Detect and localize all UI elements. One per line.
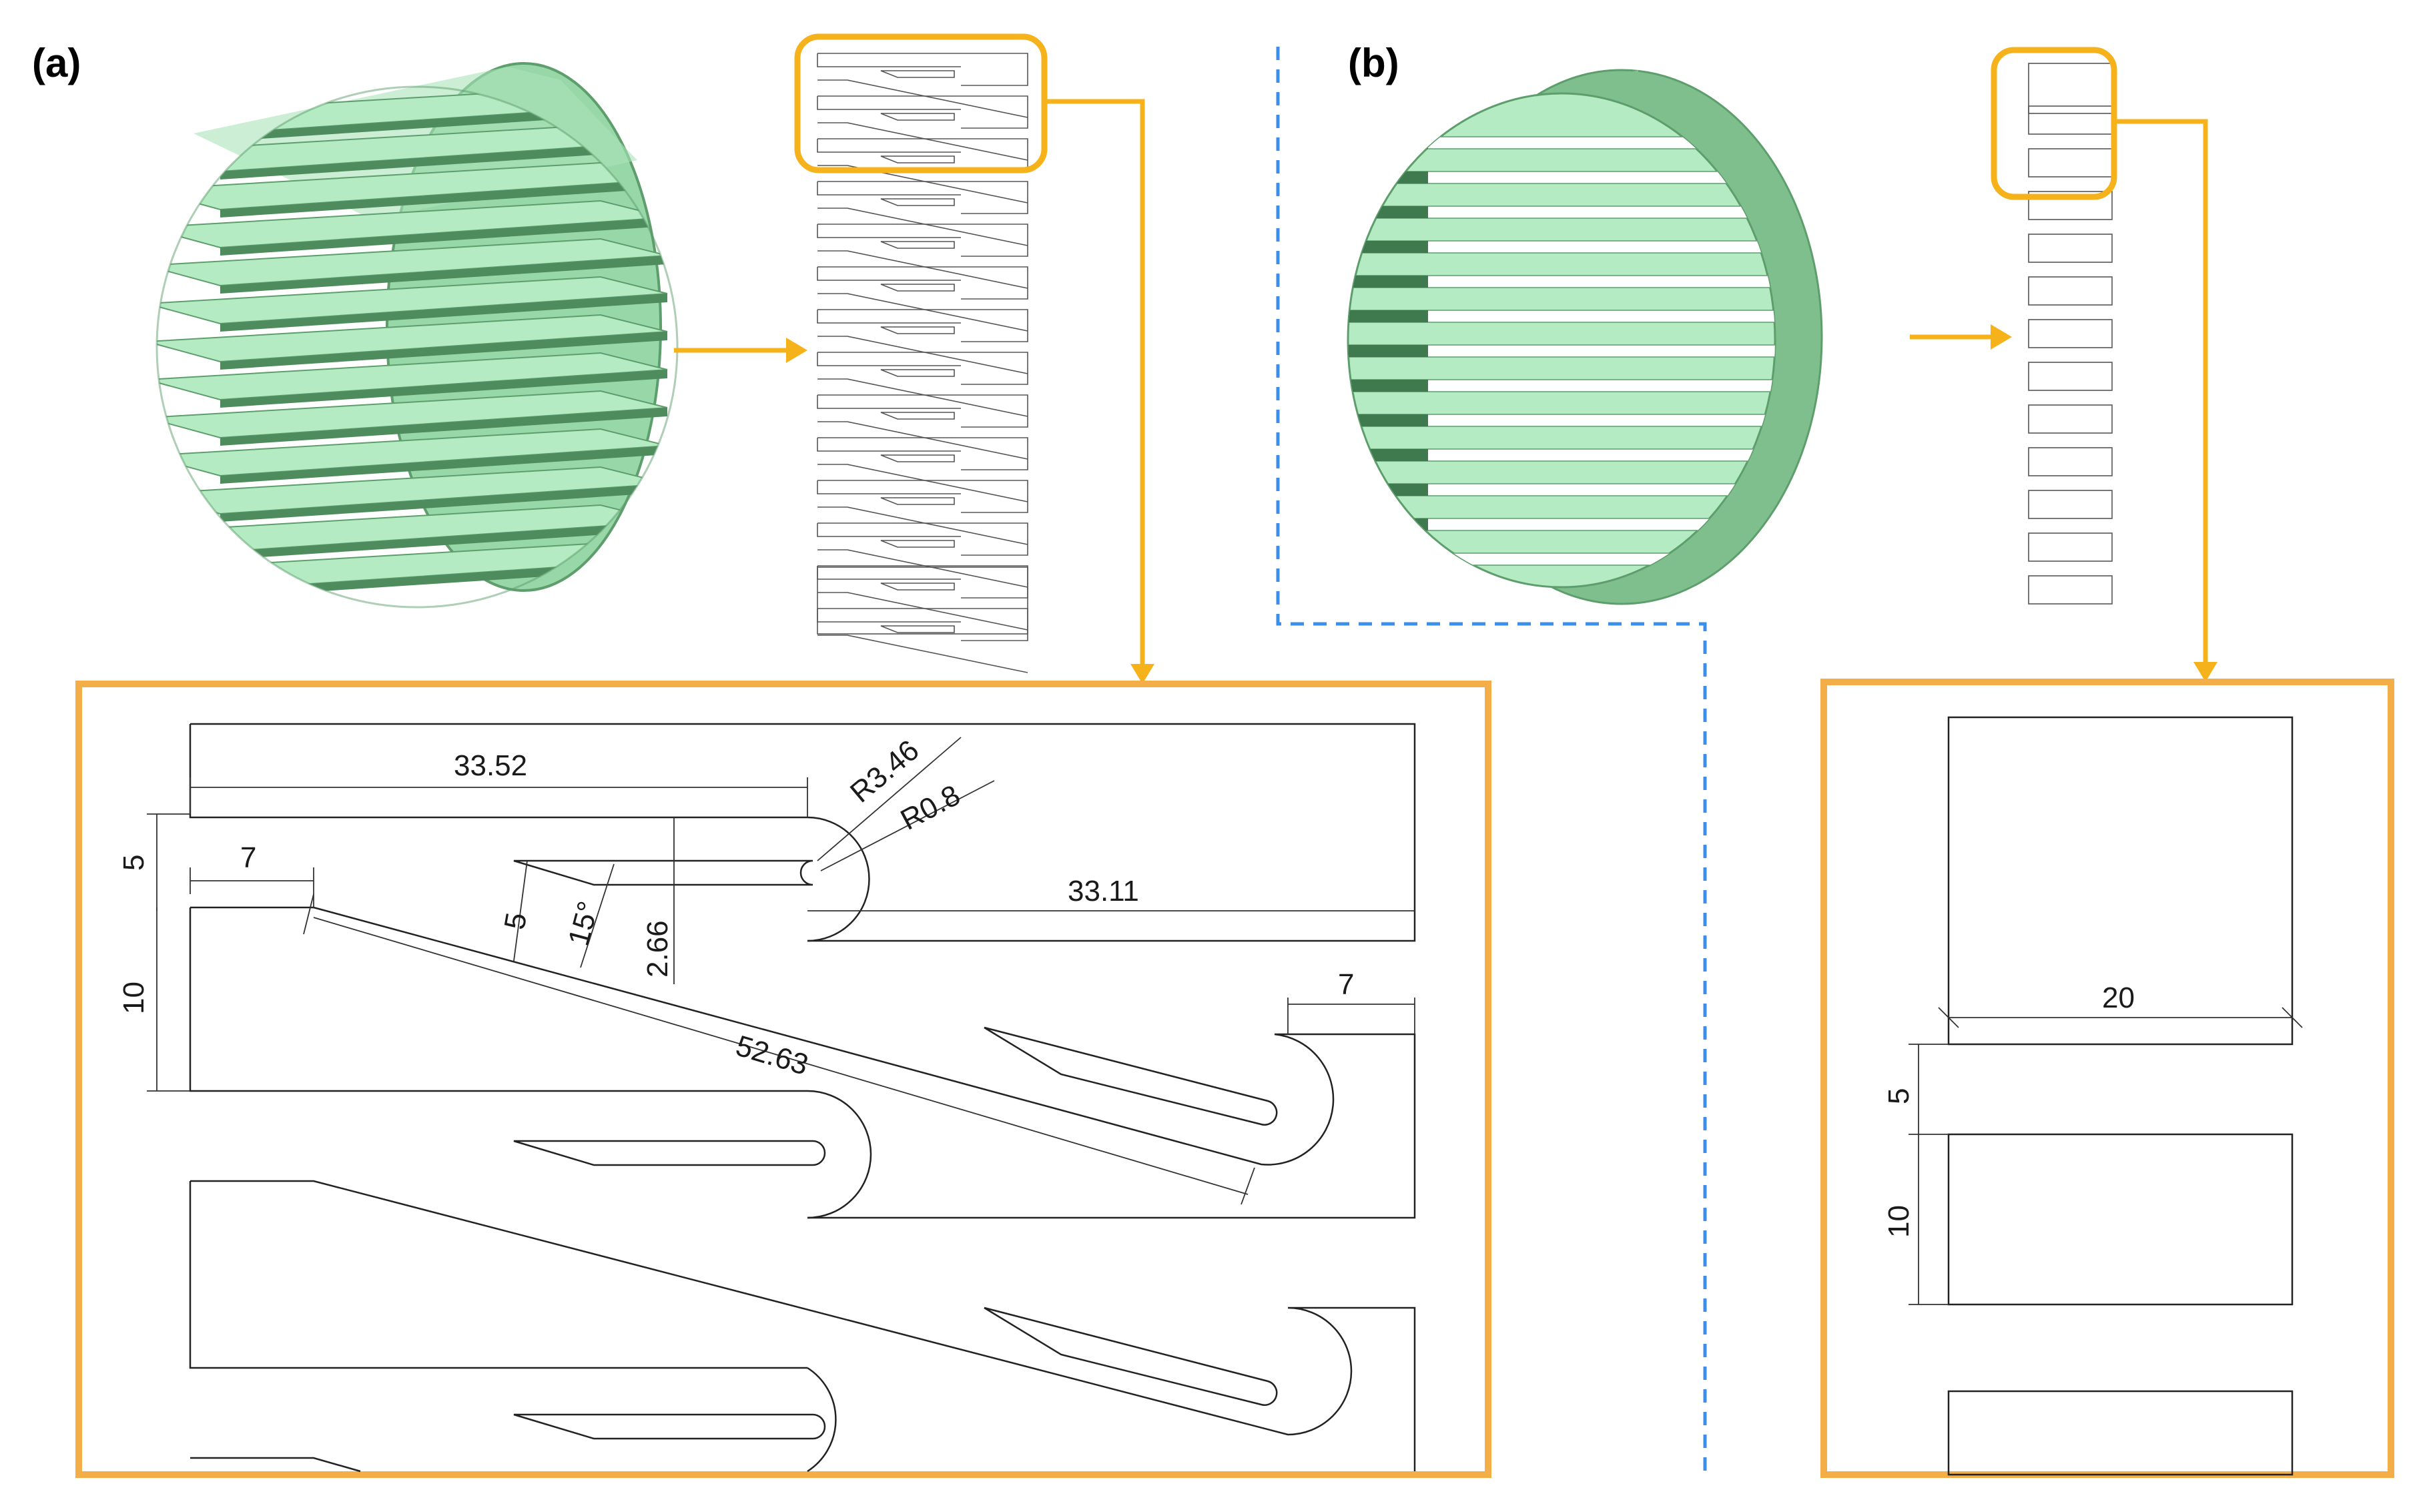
dim-b-5: 5 <box>1882 1088 1915 1104</box>
model-b-slit <box>1348 344 1775 358</box>
detail-drawing-a <box>147 723 1416 1473</box>
model-3d-a <box>155 62 679 609</box>
dim-a-7-left: 7 <box>240 841 256 874</box>
mini-b-cell <box>2028 447 2113 476</box>
dim-b-20: 20 <box>2102 982 2135 1014</box>
model-b-slit <box>1348 414 1775 427</box>
connector-a <box>1044 99 1145 667</box>
model-a-slab <box>157 276 668 332</box>
mini-a-cell <box>817 565 1028 631</box>
mini-b-cell <box>2028 362 2113 391</box>
detail-frame-b <box>1820 679 2394 1478</box>
mini-b-cell <box>2028 148 2113 177</box>
mini-a-cell <box>817 394 1028 460</box>
arrow-model-to-schematic-b <box>1910 324 2012 350</box>
mini-b-cell <box>2028 234 2113 263</box>
mini-a-cell <box>817 309 1028 374</box>
mini-a-cell <box>817 224 1028 289</box>
model-a-slab <box>157 352 668 408</box>
mini-a-cell <box>817 95 1028 161</box>
detail-frame-a <box>75 681 1491 1478</box>
model-a-slab <box>157 390 668 446</box>
detail-drawing-b <box>1909 716 2303 1476</box>
dim-a-33-11: 33.11 <box>1068 875 1139 907</box>
highlight-box-a <box>794 33 1048 173</box>
model-b-slit <box>1348 275 1775 288</box>
connector-arrowhead-a <box>1130 664 1154 684</box>
panel-label-a: (a) <box>32 41 81 85</box>
mini-schematic-a <box>817 53 1028 673</box>
mini-schematic-b <box>2028 63 2113 605</box>
mini-b-cell <box>2028 276 2113 306</box>
connector-arrowhead-b <box>2193 662 2217 682</box>
mini-a-cell <box>817 181 1028 246</box>
mini-a-cell <box>817 437 1028 502</box>
connector-b <box>2114 119 2208 664</box>
dim-a-2-66: 2.66 <box>641 920 674 978</box>
model-b-slit <box>1348 240 1775 254</box>
arrow-model-to-schematic-a <box>674 338 807 363</box>
mini-a-cell <box>817 352 1028 417</box>
dim-a-10-left: 10 <box>117 982 150 1014</box>
model-b-slit <box>1348 448 1775 462</box>
highlight-box-b <box>1991 47 2117 200</box>
mini-a-cell <box>817 608 1028 673</box>
model-3d-b <box>1347 69 1823 605</box>
mini-a-cell <box>817 53 1028 118</box>
mini-b-cell <box>2028 532 2113 562</box>
dim-a-33-52: 33.52 <box>454 749 527 782</box>
mini-b-cell <box>2028 191 2113 220</box>
model-a-slab <box>157 314 668 370</box>
mini-a-end <box>817 566 1028 635</box>
panel-label-b: (b) <box>1348 41 1399 85</box>
mini-b-cell <box>2028 404 2113 434</box>
mini-b-cell <box>2028 105 2113 135</box>
model-b-slit <box>1348 379 1775 392</box>
dim-a-7-right: 7 <box>1338 968 1354 1001</box>
dim-b-10: 10 <box>1882 1205 1915 1238</box>
mini-b-cell <box>2028 319 2113 348</box>
dim-a-5-left: 5 <box>117 855 150 871</box>
model-b-slit <box>1348 206 1775 219</box>
model-b-slit <box>1348 310 1775 323</box>
mini-b-cell <box>2028 490 2113 519</box>
panel-divider <box>1276 47 1707 1475</box>
mini-a-cell <box>817 266 1028 332</box>
mini-a-cell <box>817 522 1028 588</box>
mini-b-cell <box>2028 575 2113 605</box>
mini-a-cell <box>817 480 1028 545</box>
